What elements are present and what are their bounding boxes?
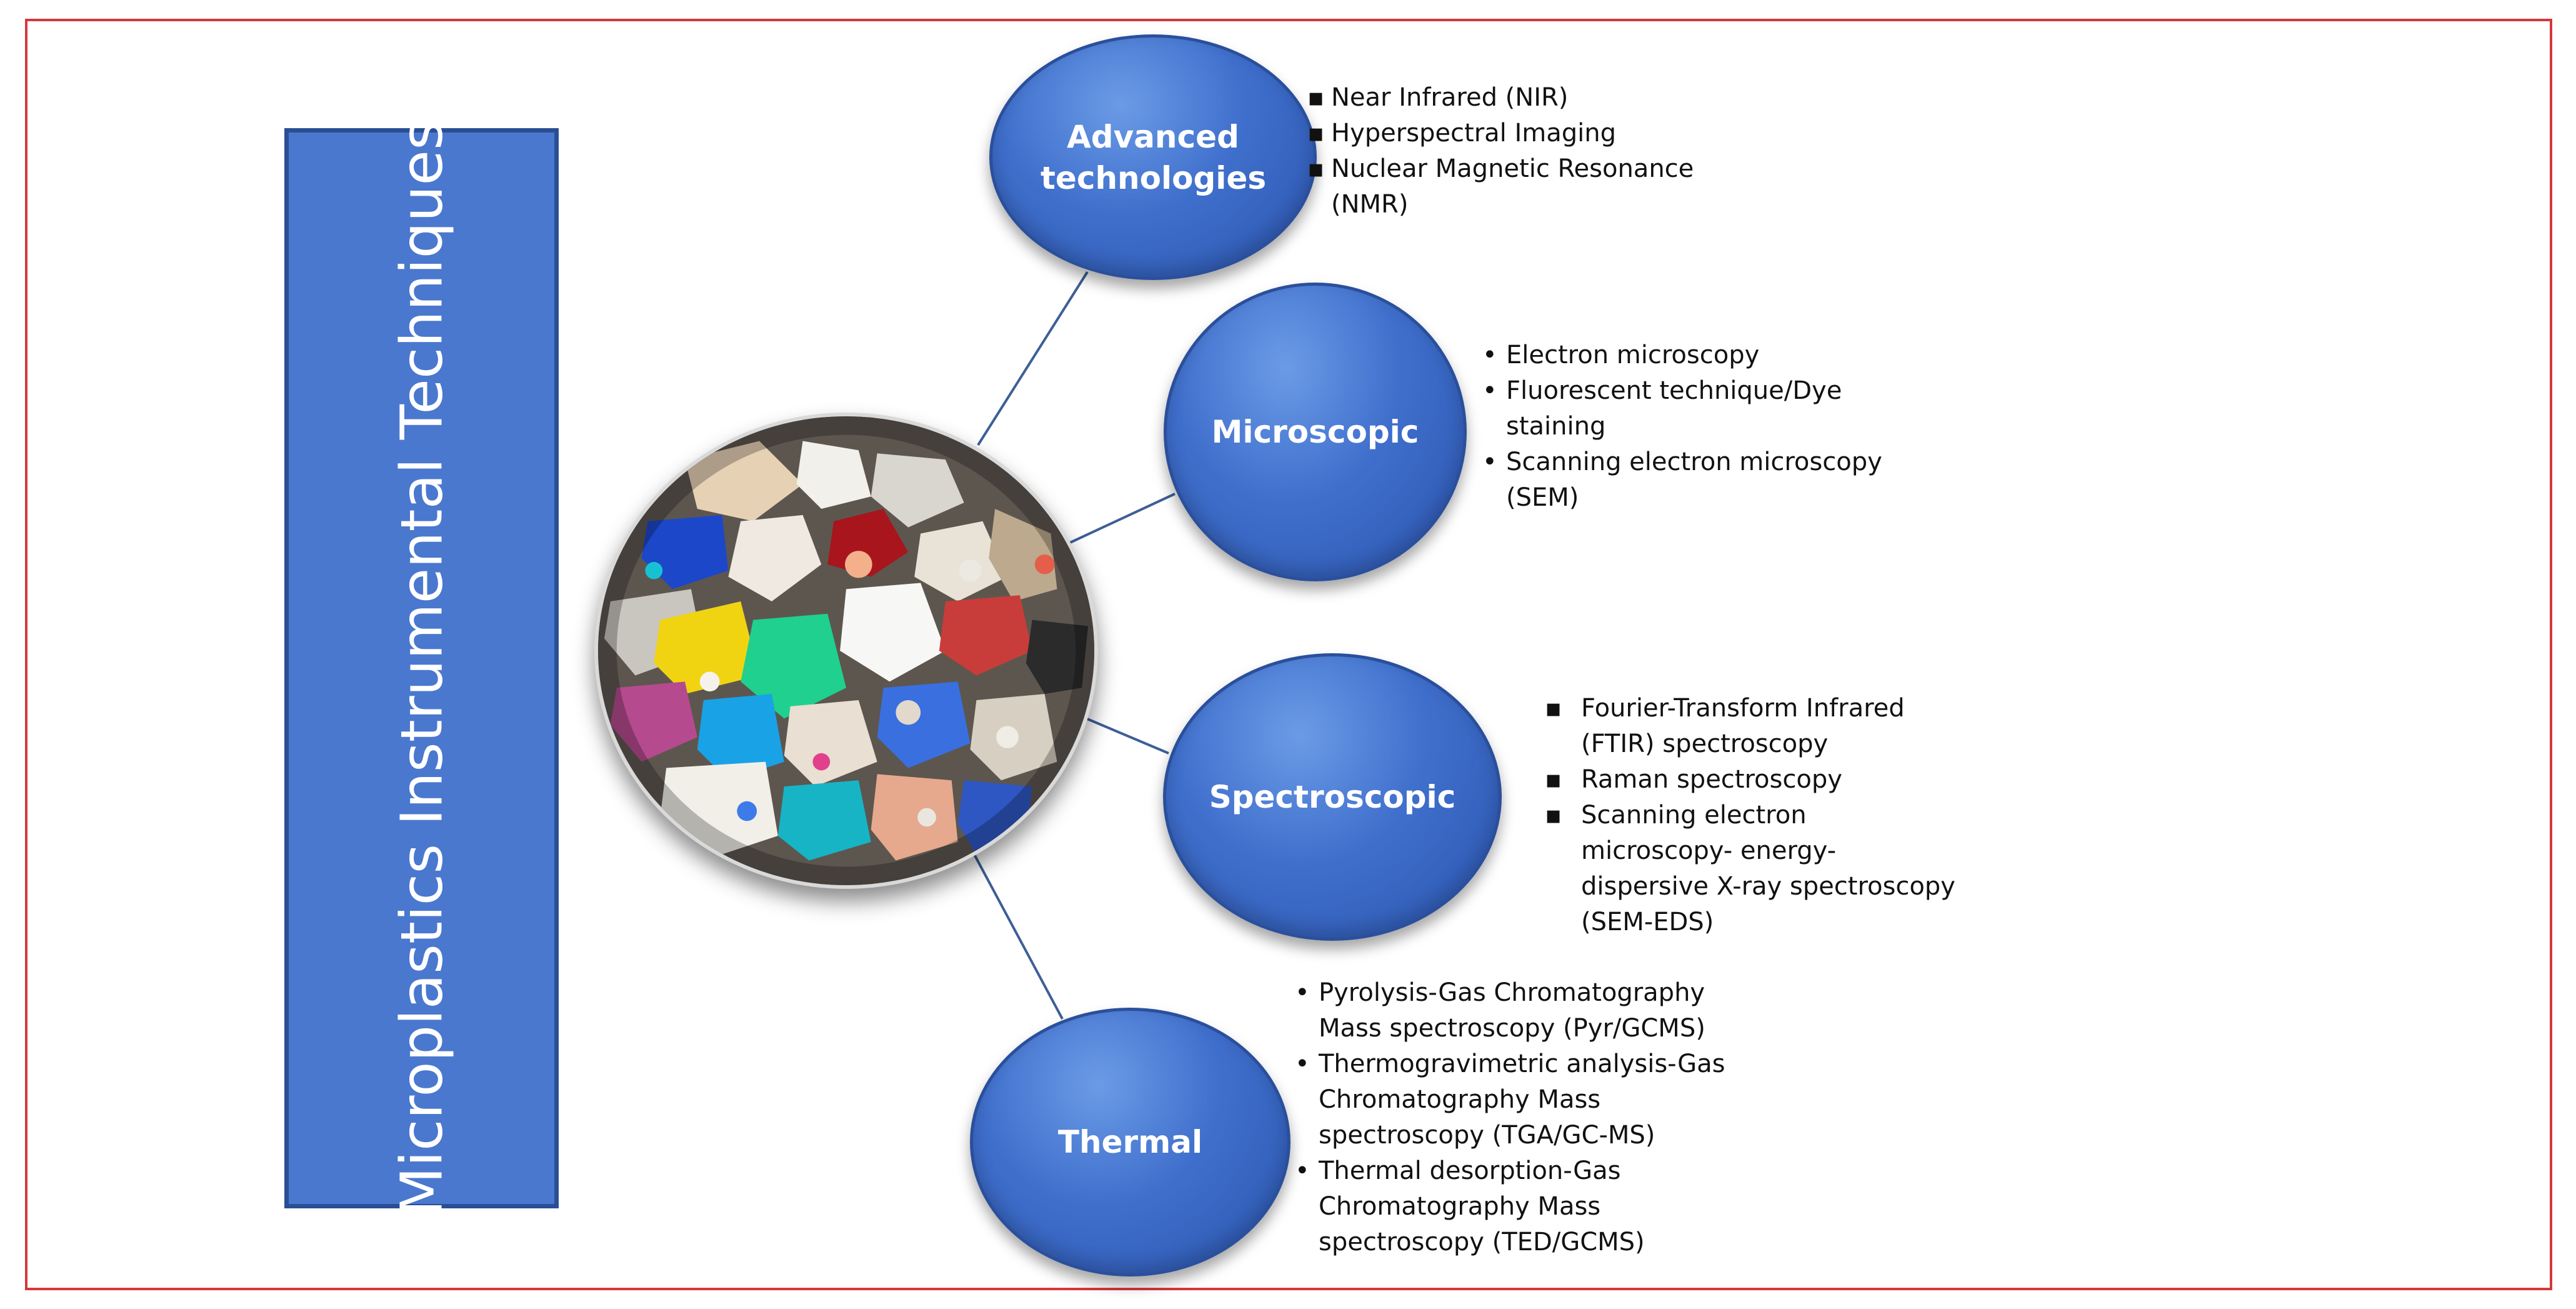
microplastics-photo bbox=[594, 413, 1098, 889]
microscopic-list: Electron microscopy Fluorescent techniqu… bbox=[1482, 338, 1920, 516]
list-item: Hyperspectral Imaging bbox=[1307, 116, 1757, 151]
list-item: Nuclear Magnetic Resonance (NMR) bbox=[1307, 151, 1757, 223]
node-thermal: Thermal bbox=[970, 1008, 1290, 1276]
node-spectroscopic: Spectroscopic bbox=[1163, 653, 1502, 941]
diagram-frame bbox=[25, 19, 2552, 1290]
list-item: Near Infrared (NIR) bbox=[1307, 80, 1757, 116]
list-item: Thermogravimetric analysis-Gas Chromatog… bbox=[1295, 1046, 1770, 1153]
node-label: Thermal bbox=[1057, 1124, 1203, 1160]
list-item: Thermal desorption-Gas Chromatography Ma… bbox=[1295, 1153, 1770, 1260]
node-label: Spectroscopic bbox=[1209, 779, 1456, 815]
list-item: Raman spectroscopy bbox=[1545, 762, 1957, 798]
list-item: Fluorescent technique/Dye staining bbox=[1482, 373, 1920, 444]
list-item: Fourier-Transform Infrared (FTIR) spectr… bbox=[1545, 691, 1957, 762]
spectroscopic-list: Fourier-Transform Infrared (FTIR) spectr… bbox=[1545, 691, 1957, 940]
diagram-title: Microplastics Instrumental Techniques bbox=[388, 120, 455, 1216]
list-item: Scanning electron microscopy (SEM) bbox=[1482, 444, 1920, 516]
advanced-technologies-list: Near Infrared (NIR) Hyperspectral Imagin… bbox=[1307, 80, 1757, 223]
node-label: Advanced technologies bbox=[1041, 118, 1267, 196]
list-item: Electron microscopy bbox=[1482, 338, 1920, 373]
node-label: Microscopic bbox=[1211, 414, 1419, 450]
title-banner: Microplastics Instrumental Techniques bbox=[284, 120, 559, 1216]
node-advanced-technologies: Advanced technologies bbox=[989, 34, 1317, 280]
node-microscopic: Microscopic bbox=[1164, 283, 1467, 581]
list-item: Pyrolysis-Gas Chromatography Mass spectr… bbox=[1295, 975, 1770, 1046]
list-item: Scanning electron microscopy- energy-dis… bbox=[1545, 798, 1957, 940]
thermal-list: Pyrolysis-Gas Chromatography Mass spectr… bbox=[1295, 975, 1770, 1260]
